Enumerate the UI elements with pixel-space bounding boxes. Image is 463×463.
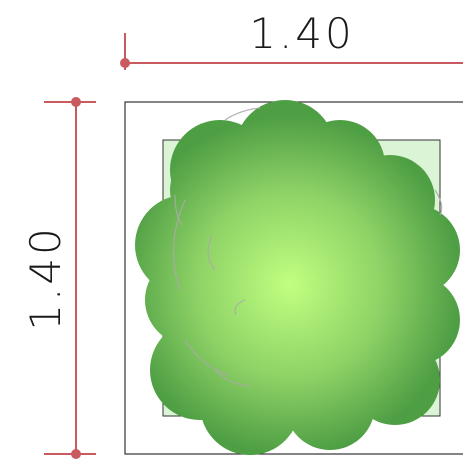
- width-dimension-marker: [120, 58, 130, 68]
- width-dimension-label: 1.40: [249, 9, 355, 58]
- height-dimension-top-marker: [71, 97, 81, 107]
- width-dimension: 1.40: [120, 9, 463, 70]
- height-dimension-bottom-marker: [71, 449, 81, 459]
- tree-canopy-icon: [135, 100, 460, 455]
- plan-outline: [124, 101, 463, 455]
- height-dimension: 1.40: [21, 97, 96, 459]
- height-dimension-label: 1.40: [21, 225, 70, 331]
